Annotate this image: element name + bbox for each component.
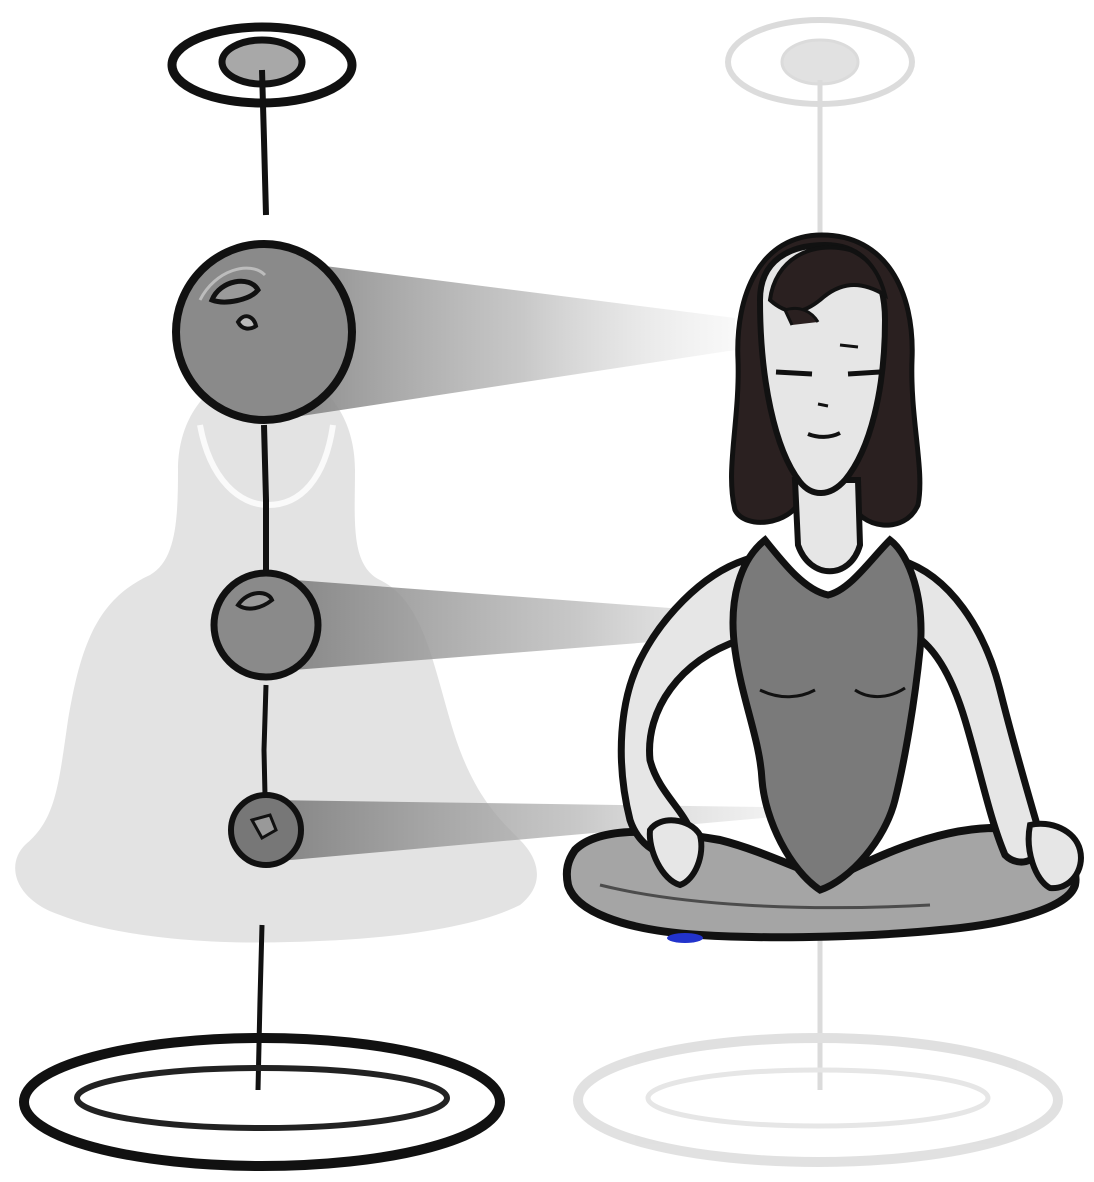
left-eye bbox=[776, 372, 812, 374]
heart-orb bbox=[214, 573, 318, 677]
right-eye bbox=[848, 372, 880, 374]
crown-orb bbox=[176, 244, 352, 420]
bottom-ring-outer bbox=[24, 1038, 500, 1166]
torso bbox=[733, 540, 921, 890]
cushion-accent bbox=[667, 933, 703, 943]
ghost-top-disc bbox=[782, 40, 858, 84]
root-orb bbox=[231, 795, 301, 865]
axis-line-lower bbox=[264, 685, 266, 795]
axis-line-top bbox=[262, 70, 266, 215]
axis-line-mid bbox=[264, 425, 266, 570]
bottom-ring-inner bbox=[77, 1068, 447, 1128]
nose bbox=[818, 404, 828, 406]
right-hand bbox=[1029, 824, 1081, 888]
